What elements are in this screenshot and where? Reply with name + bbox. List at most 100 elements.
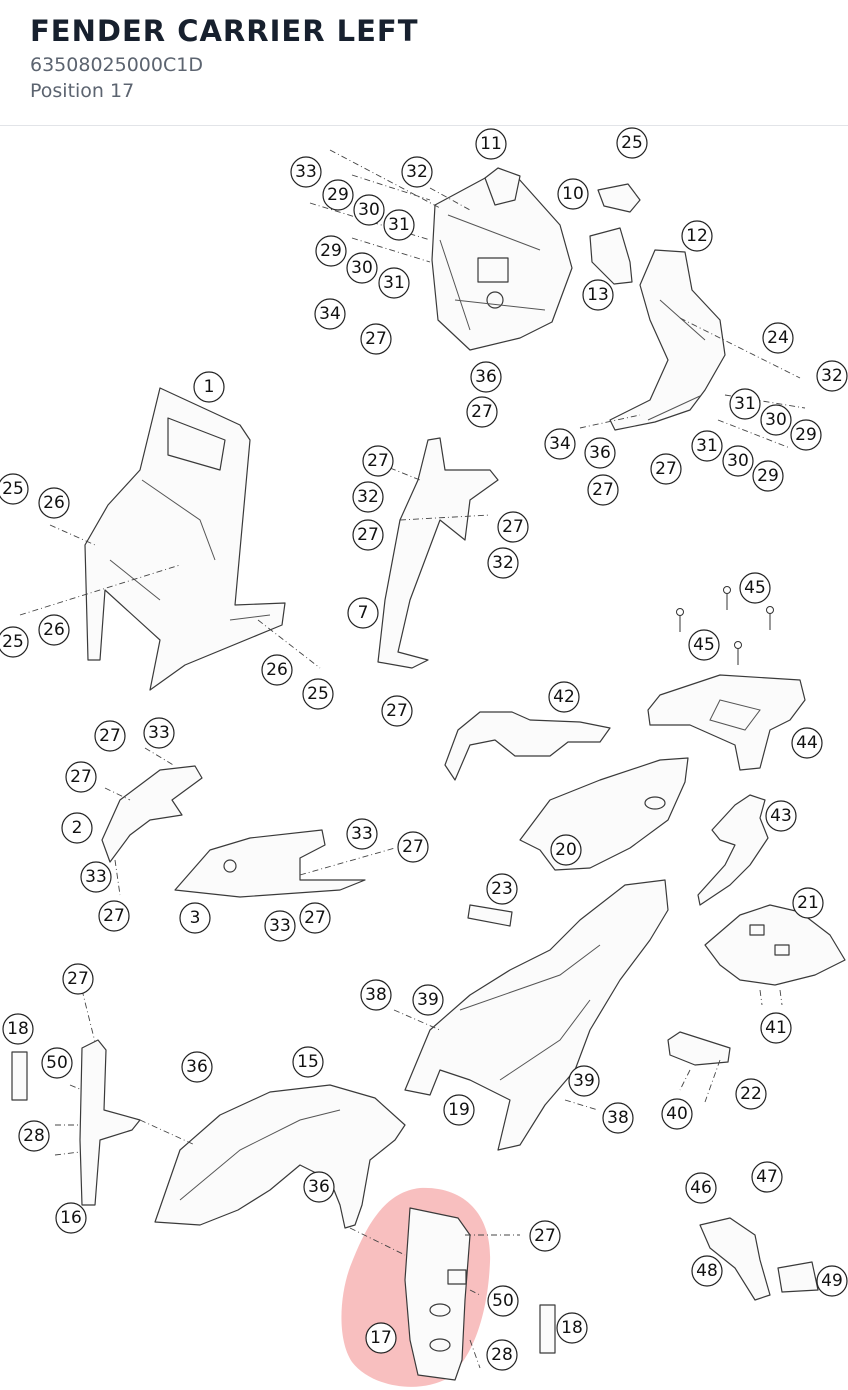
callout-33[interactable]: 33 <box>290 156 322 188</box>
callout-label: 18 <box>561 1318 583 1338</box>
callout-label: 33 <box>85 867 107 887</box>
callout-38[interactable]: 38 <box>602 1102 634 1134</box>
callout-18[interactable]: 18 <box>556 1312 588 1344</box>
callout-27[interactable]: 27 <box>62 963 94 995</box>
callout-31[interactable]: 31 <box>378 267 410 299</box>
callout-26[interactable]: 26 <box>261 654 293 686</box>
callout-47[interactable]: 47 <box>751 1161 783 1193</box>
callout-50[interactable]: 50 <box>41 1047 73 1079</box>
callout-30[interactable]: 30 <box>353 194 385 226</box>
callout-3[interactable]: 3 <box>179 902 211 934</box>
callout-label: 27 <box>70 767 92 787</box>
callout-24[interactable]: 24 <box>762 322 794 354</box>
callout-30[interactable]: 30 <box>760 404 792 436</box>
callout-28[interactable]: 28 <box>18 1120 50 1152</box>
callout-29[interactable]: 29 <box>315 235 347 267</box>
callout-32[interactable]: 32 <box>352 481 384 513</box>
callout-30[interactable]: 30 <box>346 252 378 284</box>
callout-2[interactable]: 2 <box>61 812 93 844</box>
callout-label: 26 <box>43 620 65 640</box>
callout-33[interactable]: 33 <box>80 861 112 893</box>
callout-10[interactable]: 10 <box>557 178 589 210</box>
callout-27[interactable]: 27 <box>352 519 384 551</box>
callout-25[interactable]: 25 <box>0 473 29 505</box>
callout-36[interactable]: 36 <box>584 437 616 469</box>
callout-27[interactable]: 27 <box>98 900 130 932</box>
callout-45[interactable]: 45 <box>739 572 771 604</box>
callout-31[interactable]: 31 <box>383 209 415 241</box>
callout-7[interactable]: 7 <box>347 597 379 629</box>
callout-34[interactable]: 34 <box>544 428 576 460</box>
callout-27[interactable]: 27 <box>94 720 126 752</box>
callout-33[interactable]: 33 <box>143 717 175 749</box>
callout-46[interactable]: 46 <box>685 1172 717 1204</box>
callout-49[interactable]: 49 <box>816 1265 848 1297</box>
callout-48[interactable]: 48 <box>691 1255 723 1287</box>
callout-36[interactable]: 36 <box>470 361 502 393</box>
callout-43[interactable]: 43 <box>765 800 797 832</box>
callout-19[interactable]: 19 <box>443 1094 475 1126</box>
callout-45[interactable]: 45 <box>688 629 720 661</box>
callout-33[interactable]: 33 <box>264 910 296 942</box>
callout-17[interactable]: 17 <box>365 1322 397 1354</box>
callout-27[interactable]: 27 <box>397 831 429 863</box>
callout-32[interactable]: 32 <box>816 360 848 392</box>
callout-22[interactable]: 22 <box>735 1078 767 1110</box>
callout-29[interactable]: 29 <box>790 419 822 451</box>
callout-27[interactable]: 27 <box>299 902 331 934</box>
callout-27[interactable]: 27 <box>529 1220 561 1252</box>
callout-25[interactable]: 25 <box>302 678 334 710</box>
callout-27[interactable]: 27 <box>362 445 394 477</box>
callout-23[interactable]: 23 <box>486 873 518 905</box>
callout-21[interactable]: 21 <box>792 887 824 919</box>
callout-32[interactable]: 32 <box>401 156 433 188</box>
callout-27[interactable]: 27 <box>466 396 498 428</box>
callout-label: 30 <box>358 200 380 220</box>
callout-13[interactable]: 13 <box>582 279 614 311</box>
callout-30[interactable]: 30 <box>722 445 754 477</box>
callout-27[interactable]: 27 <box>381 695 413 727</box>
callout-27[interactable]: 27 <box>497 511 529 543</box>
callout-42[interactable]: 42 <box>548 681 580 713</box>
callout-25[interactable]: 25 <box>616 127 648 159</box>
callout-18[interactable]: 18 <box>2 1013 34 1045</box>
callout-27[interactable]: 27 <box>360 323 392 355</box>
callout-20[interactable]: 20 <box>550 834 582 866</box>
callout-29[interactable]: 29 <box>752 460 784 492</box>
callout-16[interactable]: 16 <box>55 1202 87 1234</box>
callout-26[interactable]: 26 <box>38 614 70 646</box>
callout-36[interactable]: 36 <box>303 1171 335 1203</box>
part-reflector-49 <box>777 1261 819 1293</box>
callout-28[interactable]: 28 <box>486 1339 518 1371</box>
callout-40[interactable]: 40 <box>661 1098 693 1130</box>
callout-44[interactable]: 44 <box>791 727 823 759</box>
callout-31[interactable]: 31 <box>691 430 723 462</box>
callout-circle <box>302 678 334 710</box>
callout-label: 30 <box>727 451 749 471</box>
callout-label: 11 <box>480 134 502 154</box>
callout-50[interactable]: 50 <box>487 1285 519 1317</box>
callout-27[interactable]: 27 <box>587 474 619 506</box>
callout-1[interactable]: 1 <box>193 371 225 403</box>
callout-41[interactable]: 41 <box>760 1012 792 1044</box>
callout-39[interactable]: 39 <box>412 984 444 1016</box>
callout-29[interactable]: 29 <box>322 179 354 211</box>
callout-12[interactable]: 12 <box>681 220 713 252</box>
callout-label: 19 <box>448 1100 470 1120</box>
callout-26[interactable]: 26 <box>38 487 70 519</box>
callout-31[interactable]: 31 <box>729 388 761 420</box>
callout-circle <box>98 900 130 932</box>
callout-36[interactable]: 36 <box>181 1051 213 1083</box>
callout-38[interactable]: 38 <box>360 979 392 1011</box>
callout-25[interactable]: 25 <box>0 626 29 658</box>
callout-circle <box>544 428 576 460</box>
callout-34[interactable]: 34 <box>314 298 346 330</box>
callout-39[interactable]: 39 <box>568 1065 600 1097</box>
callout-32[interactable]: 32 <box>487 547 519 579</box>
callout-15[interactable]: 15 <box>292 1046 324 1078</box>
callout-11[interactable]: 11 <box>475 128 507 160</box>
callout-27[interactable]: 27 <box>65 761 97 793</box>
callout-27[interactable]: 27 <box>650 453 682 485</box>
callout-circle <box>179 902 211 934</box>
callout-33[interactable]: 33 <box>346 818 378 850</box>
